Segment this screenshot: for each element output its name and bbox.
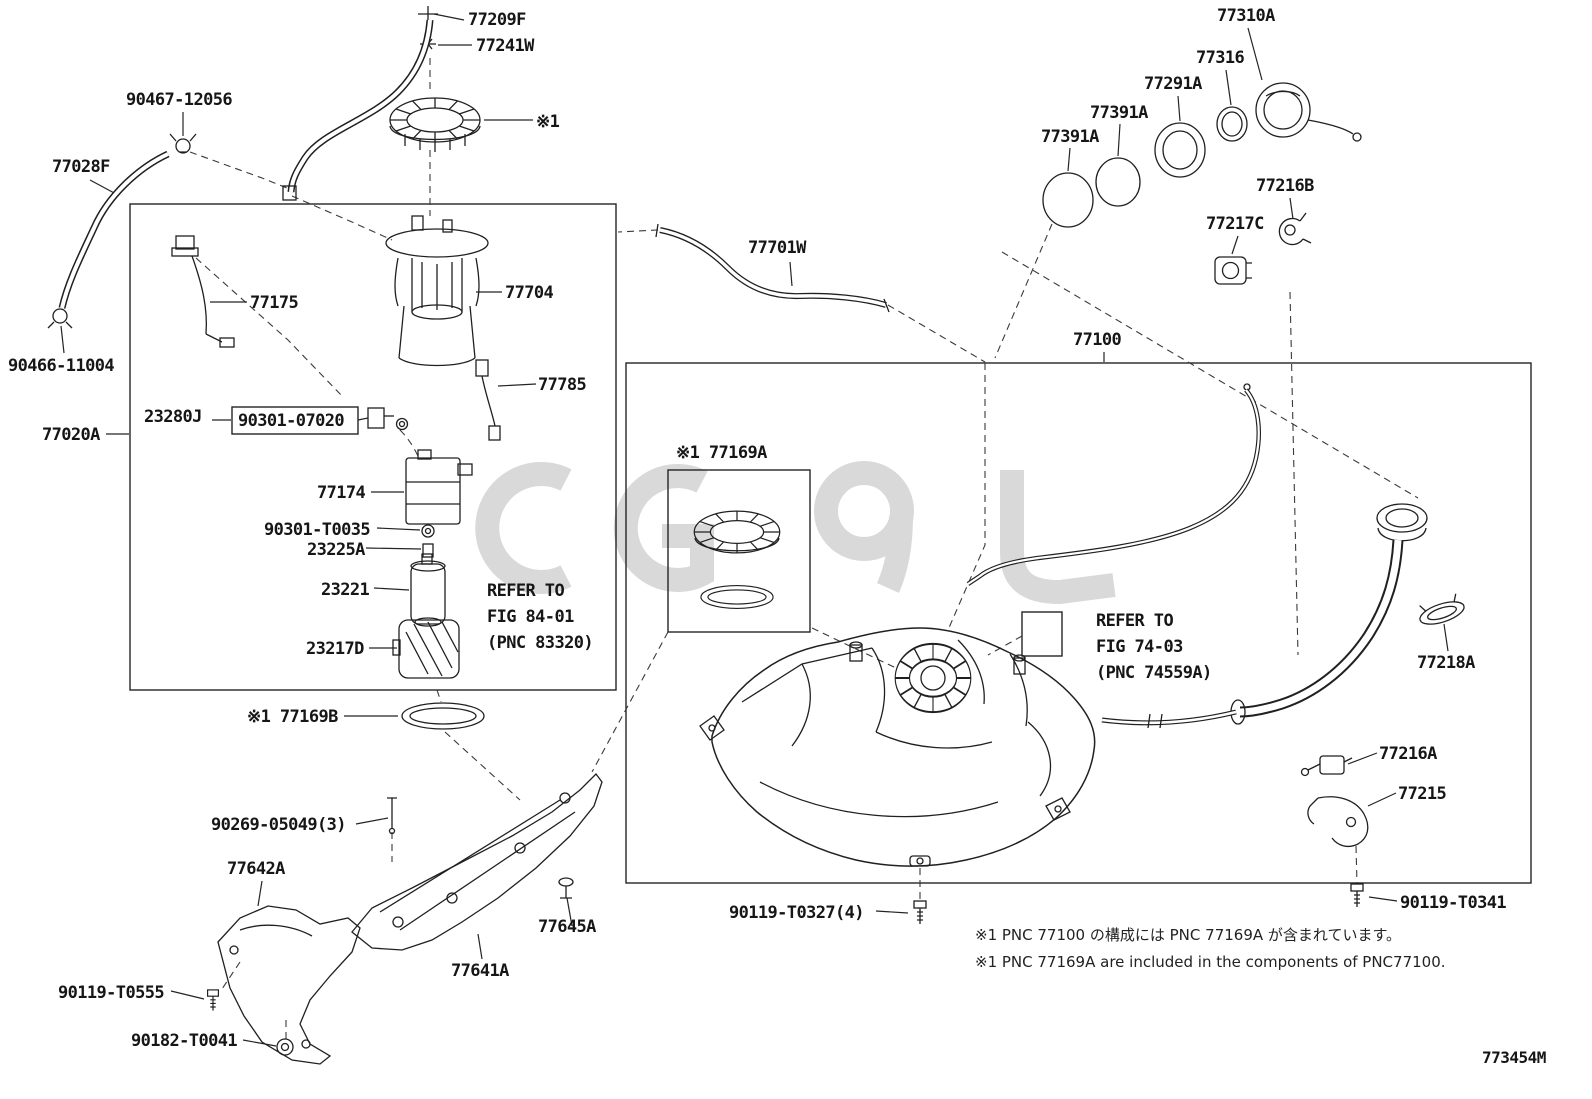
label-box-90301-07020 [231,406,359,435]
hose-77028f-drawing [47,150,170,329]
refer-84-line2: FIG 84-01 [487,607,574,627]
part-label-23221: 23221 [321,580,370,600]
gasket-77218a-drawing [1419,593,1465,625]
clamp-77216b-drawing [1278,212,1312,246]
part-label-90301-t0035: 90301-T0035 [264,520,371,540]
part-label-77291a: 77291A [1144,74,1202,94]
fuel-tank-77100-drawing [699,627,1096,867]
part-label-77100: 77100 [1073,330,1122,350]
pin-90269-05049-drawing [387,797,397,835]
footnote-japanese: ※1 PNC 77100 の構成には PNC 77169A が含まれています。 [975,926,1401,944]
part-label-77391a-2: 77391A [1041,127,1099,147]
spacer-23225a-drawing [422,543,434,558]
part-label-77209f: 77209F [468,10,526,30]
footnote-english: ※1 PNC 77169A are included in the compon… [975,953,1446,971]
pump-bracket-77174-drawing [405,449,473,525]
part-label-77645a: 77645A [538,917,596,937]
breather-hose-77209f-drawing [282,6,438,201]
part-label-note1-strainer: ※1 [536,112,560,132]
part-label-77701w: 77701W [748,238,806,258]
valve-23280j-drawing [367,407,409,431]
clamp-90466-11004-drawing [52,308,68,324]
drawing-number: 773454M [1482,1048,1546,1067]
filler-pipe-drawing [966,383,1428,729]
grommet-90301-t0035-drawing [421,524,435,538]
part-label-23225a: 23225A [307,540,365,560]
seal-77391a-1-drawing [1095,157,1141,207]
tank-shield-77641a-drawing [351,773,603,951]
o-ring-90301-07020-drawing [395,417,409,431]
ring-77291a-drawing [1154,122,1206,178]
part-label-90119-t0341: 90119-T0341 [1400,893,1507,913]
hose-77701w-drawing [655,223,890,313]
part-label-77218a: 77218A [1417,653,1475,673]
part-label-23280j: 23280J [144,407,202,427]
pump-plate-77704-drawing [385,215,489,367]
refer-84-line3: (PNC 83320) [487,633,594,653]
refer-74-line3: (PNC 74559A) [1096,663,1212,683]
watermark-logo [475,461,1116,605]
bracket-77215-drawing [1307,796,1369,848]
part-label-77215: 77215 [1398,784,1447,804]
footnote-block: ※1 PNC 77100 の構成には PNC 77169A が含まれています。 … [975,922,1446,976]
part-label-90467-12056: 90467-12056 [126,90,233,110]
pump-module-box [129,203,617,691]
part-label-77169b: ※1 77169B [247,707,338,727]
part-label-23217d: 23217D [306,639,364,659]
nut-90182-t0041-drawing [276,1038,294,1056]
part-label-77316: 77316 [1196,48,1245,68]
part-label-90119-t0555: 90119-T0555 [58,983,165,1003]
part-label-77174: 77174 [317,483,366,503]
ring-77316-drawing [1216,106,1248,142]
part-label-77175: 77175 [250,293,299,313]
refer-74-line2: FIG 74-03 [1096,637,1183,657]
part-label-77169a: ※1 77169A [676,443,767,463]
part-label-90269-05049: 90269-05049(3) [211,815,346,835]
fuel-filter-23217d-drawing [392,619,460,679]
grommet-77217c-drawing [1214,256,1252,285]
clip-77645a-drawing [558,877,574,899]
assembly-boxes [129,203,1532,884]
part-label-77704: 77704 [505,283,554,303]
part-label-77028f: 77028F [52,157,110,177]
fuel-sender-gauge-77175-drawing [171,235,235,348]
strainer-77169a-box [667,469,811,633]
fuel-tank-box [625,362,1532,884]
refer-74-line1: REFER TO [1096,611,1174,631]
bolt-90119-t0341-drawing [1350,883,1364,908]
gasket-77169b-drawing [401,702,485,730]
protector-77642a-drawing [217,905,361,1065]
clamp-90467-12056-drawing [169,133,197,154]
part-label-90119-t0327: 90119-T0327(4) [729,903,864,923]
strainer-top-drawing [389,97,481,152]
part-label-77785: 77785 [538,375,587,395]
part-label-90182-t0041: 90182-T0041 [131,1031,238,1051]
part-label-77020a: 77020A [42,425,100,445]
part-label-77642a: 77642A [227,859,285,879]
part-label-77241w: 77241W [476,36,534,56]
refer-to-fig-84-01: REFER TO FIG 84-01 (PNC 83320) [487,578,594,656]
refer-84-line1: REFER TO [487,581,565,601]
strainer-77169a-drawing [693,510,781,610]
part-label-90466-11004: 90466-11004 [8,356,115,376]
leader-lines [60,13,1449,1047]
part-label-90301-07020: 90301-07020 [238,411,345,431]
refer-to-fig-74-03: REFER TO FIG 74-03 (PNC 74559A) [1096,608,1212,686]
part-label-77216b: 77216B [1256,176,1314,196]
dashed-connectors [189,58,1419,1040]
part-label-77391a-1: 77391A [1090,103,1148,123]
fuel-cap-77310a-drawing [1255,82,1362,142]
part-label-77310a: 77310A [1217,6,1275,26]
seal-77391a-2-drawing [1042,172,1094,228]
wire-harness-77785-drawing [475,359,501,441]
refer-74-03-part-box [1021,611,1063,657]
clamp-77216a-drawing [1300,755,1353,777]
fuel-pump-23221-drawing [410,553,446,627]
part-label-77217c: 77217C [1206,214,1264,234]
bolt-90119-t0555-drawing [207,989,219,1012]
bolt-90119-t0327-drawing [913,900,927,925]
part-label-77216a: 77216A [1379,744,1437,764]
part-label-77641a: 77641A [451,961,509,981]
